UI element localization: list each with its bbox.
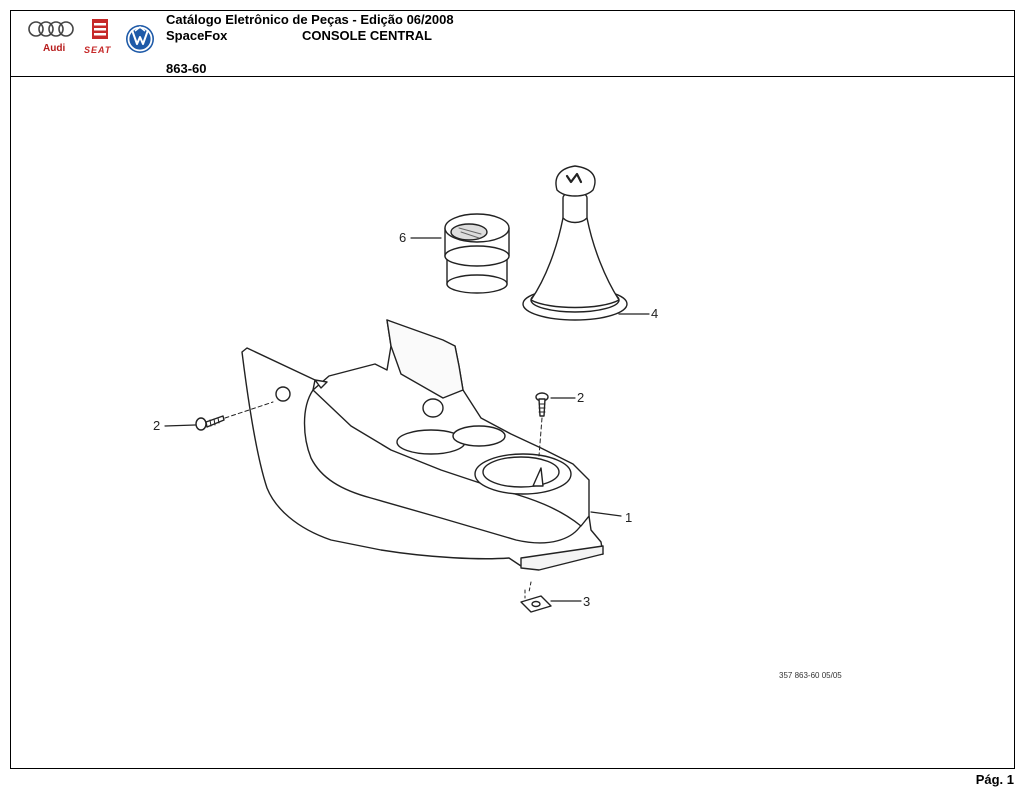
model-name: SpaceFox [166, 28, 228, 43]
seat-wordmark: SEAT [84, 45, 112, 55]
page-frame [10, 10, 1015, 769]
drawing-reference-code: 357 863-60 05/05 [779, 671, 842, 680]
parts-diagram: 1 2 2 3 4 6 357 863-60 05/05 [11, 78, 1014, 768]
ashtray-insert-part [444, 213, 510, 294]
vw-logo-icon [126, 25, 154, 53]
page-header: Audi SEAT Catálogo Eletrônico de Peças -… [10, 10, 1015, 77]
screw-right-part [535, 392, 549, 457]
group-code: 863-60 [166, 61, 207, 76]
catalog-title: Catálogo Eletrônico de Peças - Edição 06… [166, 12, 454, 27]
callout-1: 1 [625, 510, 632, 525]
audi-wordmark: Audi [43, 43, 65, 54]
gear-knob-boot-part [522, 165, 628, 321]
callout-2-left: 2 [153, 418, 160, 433]
screw-left-part [195, 401, 274, 431]
audi-rings-icon [28, 21, 74, 37]
callout-4: 4 [651, 306, 658, 321]
page-number: Pág. 1 [975, 772, 1014, 787]
leader-lines [164, 237, 650, 602]
console-body-part [241, 319, 604, 571]
clip-nut-part [520, 581, 552, 613]
callout-3: 3 [583, 594, 590, 609]
section-title: CONSOLE CENTRAL [302, 28, 432, 43]
brand-logos: Audi SEAT [26, 17, 158, 61]
seat-logo-icon [92, 19, 108, 39]
callout-6: 6 [399, 230, 406, 245]
callout-2-right: 2 [577, 390, 584, 405]
